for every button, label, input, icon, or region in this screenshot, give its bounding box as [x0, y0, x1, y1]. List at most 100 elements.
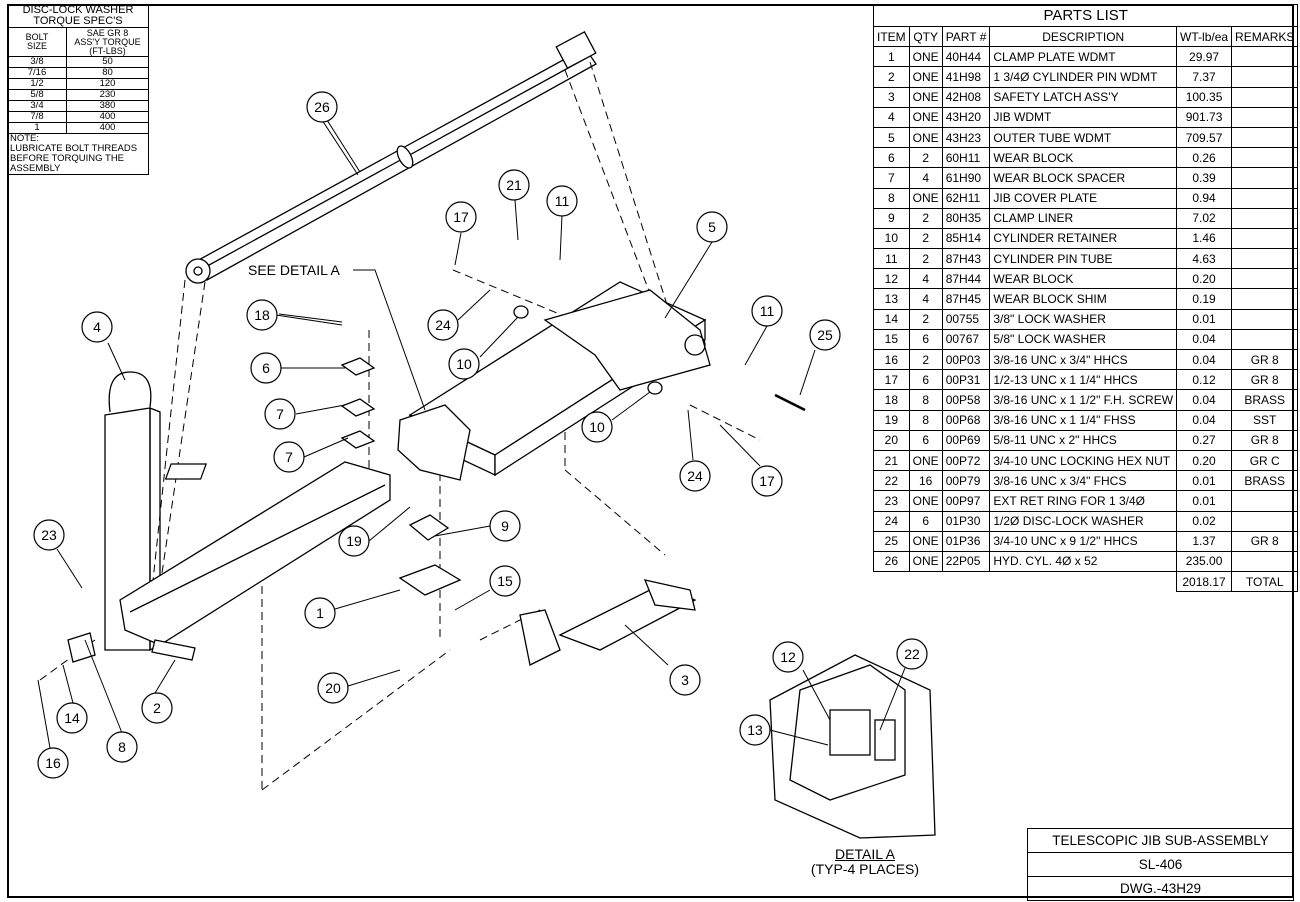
parts-cell-part: 22P05	[941, 550, 991, 573]
parts-list-title: PARTS LIST	[872, 4, 1299, 27]
parts-cell-desc: 3/8-16 UNC x 1 1/2" F.H. SCREW	[989, 389, 1178, 411]
parts-cell-item: 7	[873, 167, 910, 189]
parts-cell-wt: 0.26	[1176, 147, 1233, 169]
parts-cell-wt: 0.20	[1176, 268, 1233, 290]
parts-cell-desc: SAFETY LATCH ASS'Y	[989, 86, 1178, 108]
parts-cell-remarks: SST	[1231, 409, 1299, 431]
torque-cell-torque: 80	[66, 67, 149, 79]
torque-note-line3: ASSEMBLY	[10, 163, 61, 174]
parts-cell-item: 4	[873, 106, 910, 128]
parts-cell-wt: 0.39	[1176, 167, 1233, 189]
parts-cell-desc: CYLINDER PIN TUBE	[989, 248, 1178, 270]
parts-cell-qty: 4	[908, 288, 943, 310]
parts-cell-remarks: GR 8	[1231, 530, 1299, 552]
parts-cell-part: 00767	[941, 328, 991, 351]
parts-cell-desc: WEAR BLOCK SHIM	[989, 288, 1178, 310]
torque-col1-line2: SIZE	[26, 41, 47, 51]
parts-list-table: PARTS LIST ITEM QTY PART # DESCRIPTION W…	[872, 4, 1299, 593]
parts-cell-desc: 1/2Ø DISC-LOCK WASHER	[989, 510, 1178, 532]
parts-cell-part: 60H11	[941, 147, 991, 169]
col-header-remarks: REMARKS	[1231, 25, 1299, 48]
parts-cell-qty: 4	[908, 268, 943, 290]
parts-cell-desc: 3/8-16 UNC x 3/4" HHCS	[989, 348, 1178, 371]
torque-cell-torque: 400	[66, 122, 149, 134]
parts-cell-item: 1	[873, 46, 910, 68]
torque-cell-torque: 380	[66, 100, 149, 112]
parts-cell-remarks: GR 8	[1231, 348, 1299, 371]
parts-total-row: 2018.17 TOTAL	[874, 571, 1299, 593]
col-header-qty: QTY	[908, 25, 943, 48]
parts-cell-qty: 6	[908, 328, 943, 351]
parts-cell-remarks	[1231, 187, 1299, 209]
parts-cell-wt: 0.01	[1176, 490, 1233, 512]
parts-cell-part: 62H11	[941, 187, 991, 209]
parts-cell-remarks	[1231, 106, 1299, 128]
parts-cell-desc: HYD. CYL. 4Ø x 52	[989, 550, 1178, 573]
torque-col2-line3: (FT-LBS)	[89, 45, 126, 56]
parts-cell-wt: 0.27	[1176, 429, 1233, 451]
detail-a-subtitle: (TYP-4 PLACES)	[810, 861, 920, 877]
parts-cell-wt: 0.04	[1176, 389, 1233, 411]
parts-cell-desc: JIB WDMT	[989, 106, 1178, 128]
parts-cell-item: 12	[873, 268, 910, 290]
col-header-part: PART #	[941, 25, 991, 48]
torque-cell-size: 1/2	[7, 78, 67, 90]
parts-cell-remarks	[1231, 227, 1299, 250]
parts-cell-desc: 3/8" LOCK WASHER	[989, 308, 1178, 330]
total-weight: 2018.17	[1176, 571, 1233, 593]
parts-cell-part: 80H35	[941, 207, 991, 229]
parts-cell-wt: 901.73	[1176, 106, 1233, 128]
parts-cell-qty: 6	[908, 369, 943, 391]
col-header-description: DESCRIPTION	[989, 25, 1178, 48]
parts-cell-desc: 3/4-10 UNC LOCKING HEX NUT	[989, 449, 1178, 472]
parts-cell-desc: JIB COVER PLATE	[989, 187, 1178, 209]
detail-a-caption: DETAIL A (TYP-4 PLACES)	[790, 847, 940, 877]
parts-cell-wt: 4.63	[1176, 248, 1233, 270]
parts-cell-qty: 2	[908, 147, 943, 169]
parts-cell-desc: 3/8-16 UNC x 3/4" FHCS	[989, 470, 1178, 492]
parts-cell-item: 24	[873, 510, 910, 532]
torque-spec-table: DISC-LOCK WASHER TORQUE SPEC'S BOLT SIZE…	[7, 4, 149, 175]
drawing-title: TELESCOPIC JIB SUB-ASSEMBLY	[1027, 828, 1294, 853]
torque-col-bolt-size: BOLT SIZE	[7, 27, 67, 57]
parts-cell-item: 20	[873, 429, 910, 451]
parts-cell-item: 15	[873, 328, 910, 351]
parts-cell-wt: 7.02	[1176, 207, 1233, 229]
torque-cell-size: 7/8	[7, 111, 67, 123]
parts-cell-remarks: GR C	[1231, 449, 1299, 472]
parts-cell-qty: ONE	[908, 550, 943, 573]
parts-cell-part: 85H14	[941, 227, 991, 250]
torque-note-line1: LUBRICATE BOLT THREADS	[10, 143, 138, 154]
parts-cell-wt: 0.04	[1176, 348, 1233, 371]
parts-cell-qty: 8	[908, 409, 943, 431]
parts-cell-part: 87H45	[941, 288, 991, 310]
parts-cell-remarks	[1231, 126, 1299, 149]
detail-a-title: DETAIL A	[835, 846, 895, 862]
parts-cell-wt: 0.04	[1176, 409, 1233, 431]
parts-cell-qty: 2	[908, 207, 943, 229]
parts-cell-qty: ONE	[908, 449, 943, 472]
parts-cell-part: 43H20	[941, 106, 991, 128]
parts-cell-part: 00P97	[941, 490, 991, 512]
parts-cell-remarks	[1231, 248, 1299, 270]
parts-cell-qty: 16	[908, 470, 943, 492]
parts-cell-wt: 0.12	[1176, 369, 1233, 391]
parts-cell-item: 11	[873, 248, 910, 270]
